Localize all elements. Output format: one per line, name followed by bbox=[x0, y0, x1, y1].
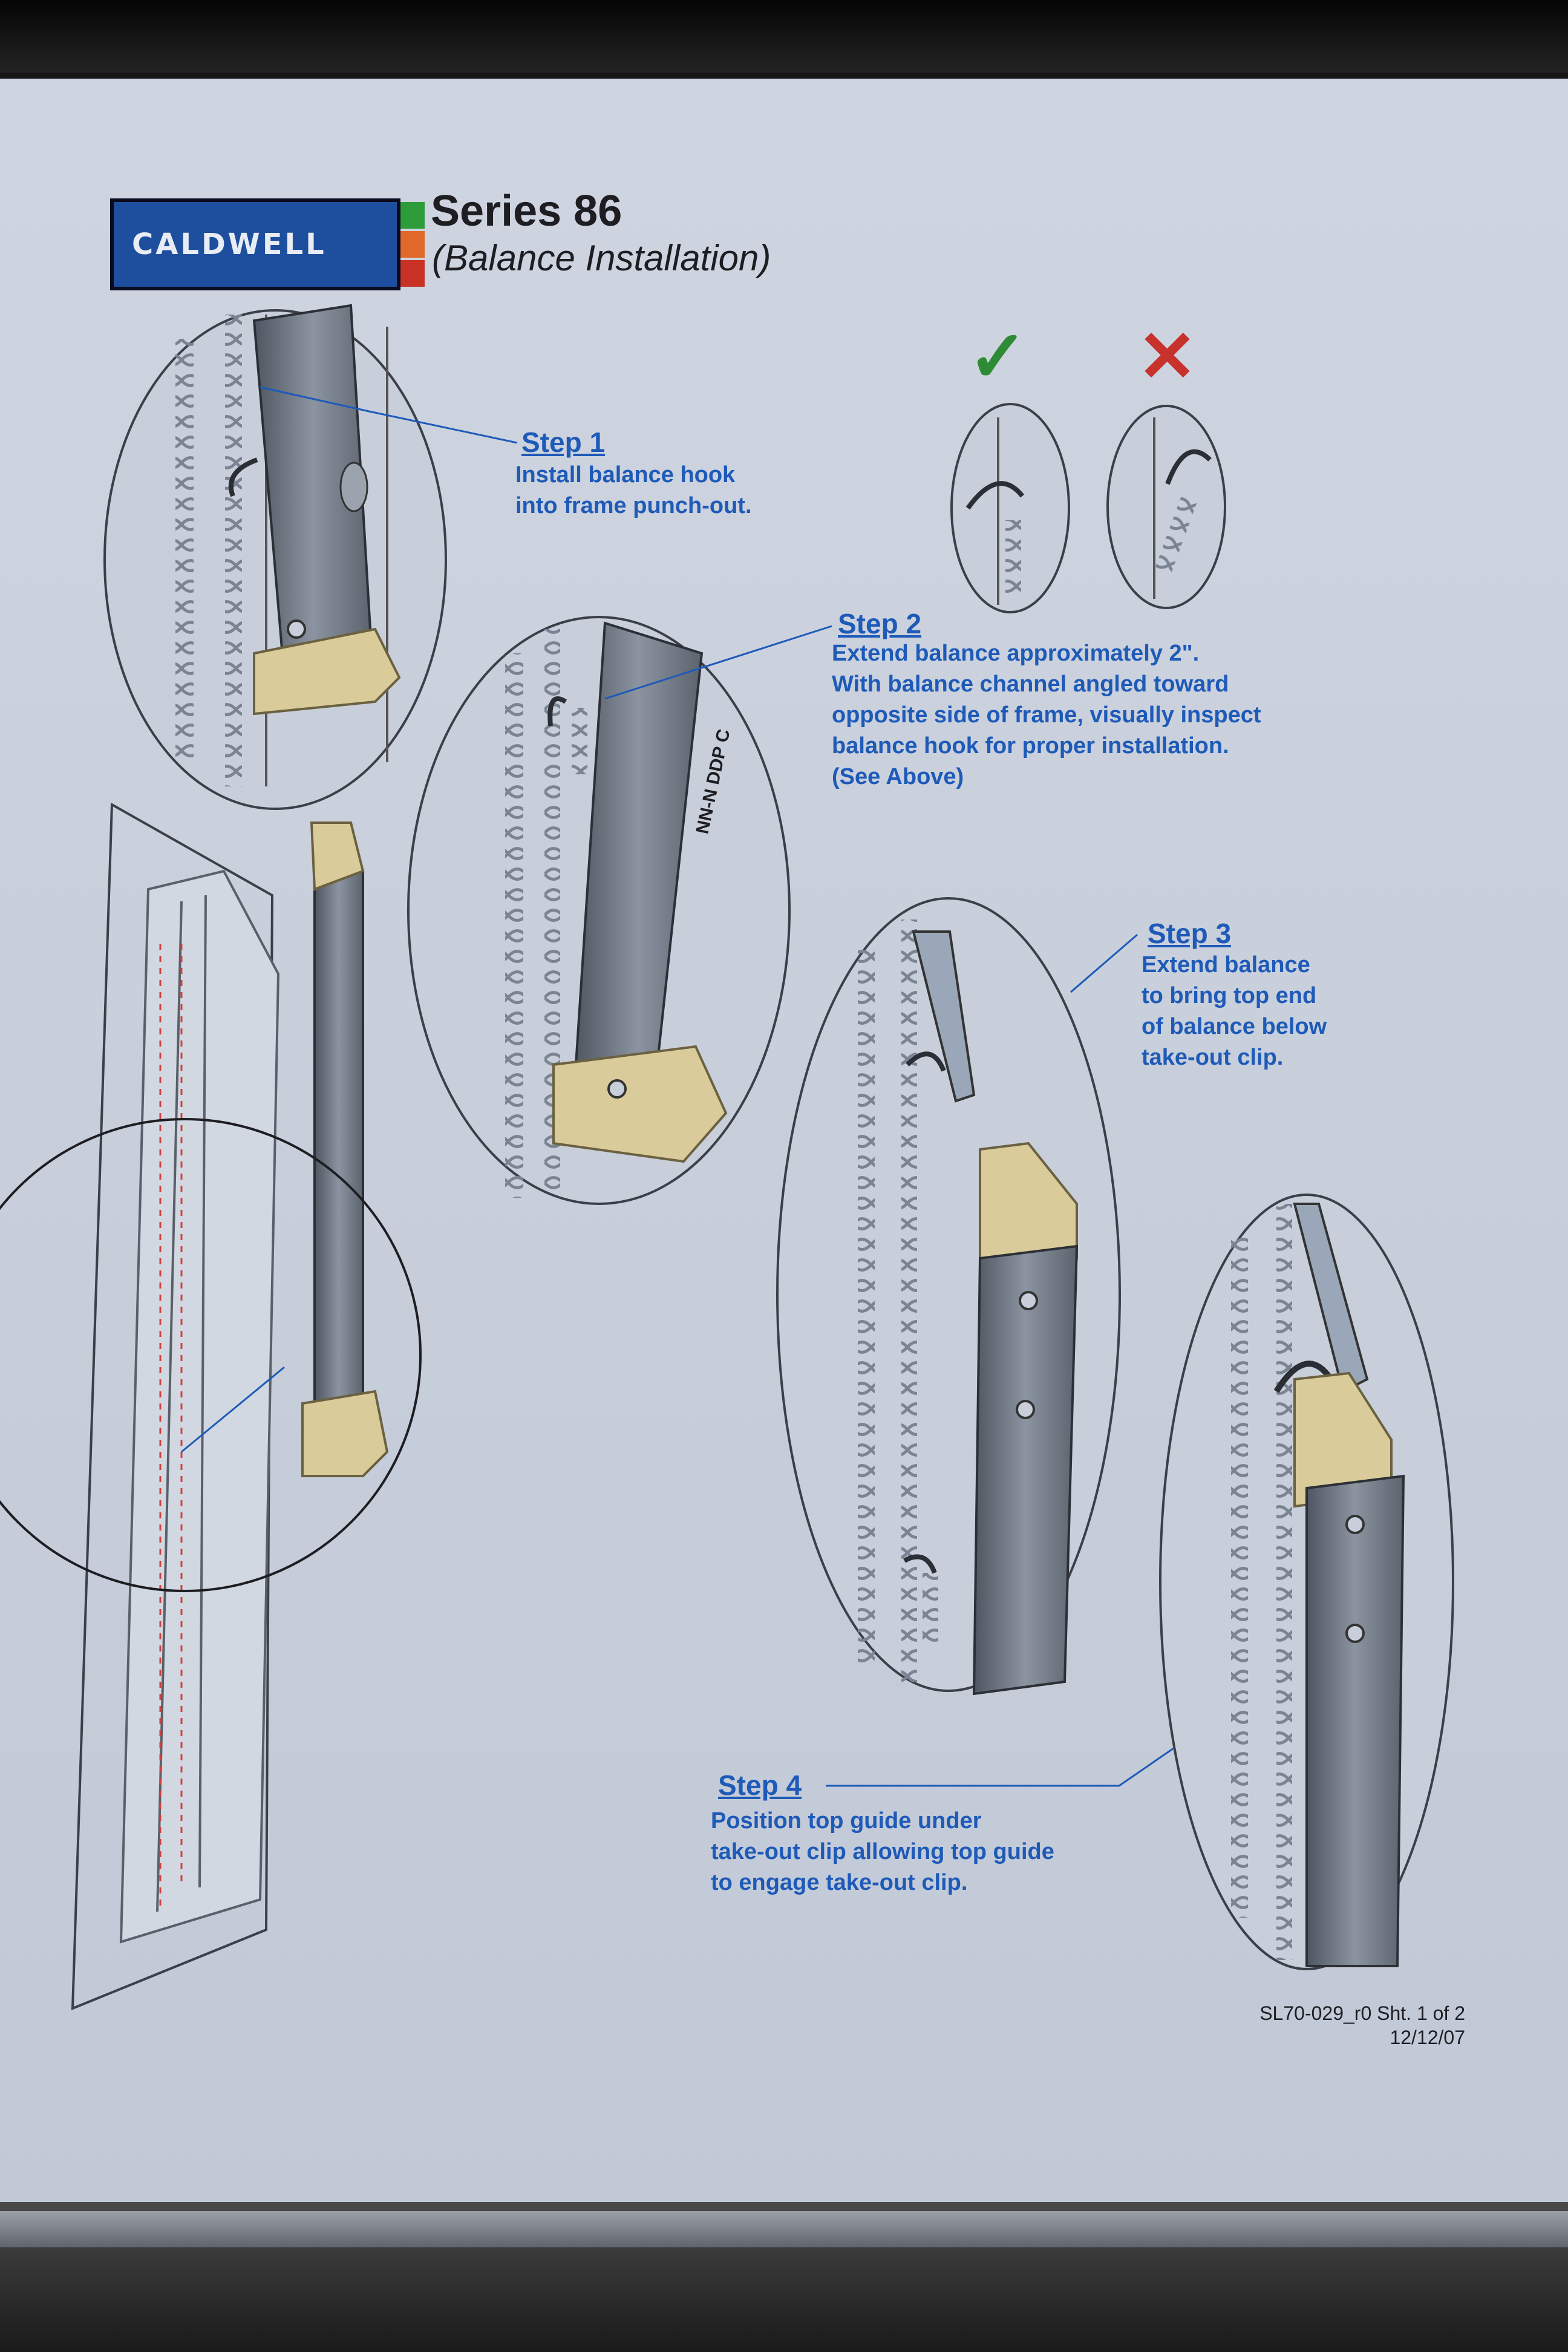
document-footer: SL70-029_r0 Sht. 1 of 2 12/12/07 bbox=[1259, 2001, 1465, 2050]
page-subtitle: (Balance Installation) bbox=[432, 238, 771, 278]
leader-lines bbox=[260, 386, 1174, 1787]
page-title: Series 86 bbox=[431, 187, 622, 235]
step-3-detail-view bbox=[776, 897, 1121, 1696]
step-3-heading: Step 3 bbox=[1148, 918, 1232, 949]
step-4-heading: Step 4 bbox=[718, 1769, 802, 1801]
logo-orange-square bbox=[400, 231, 425, 258]
step-4-text: Position top guide under take-out clip a… bbox=[711, 1808, 1054, 1895]
doc-id: SL70-029_r0 Sht. 1 of 2 bbox=[1259, 2002, 1465, 2024]
incorrect-hook-view bbox=[1106, 405, 1226, 609]
background-top bbox=[0, 0, 1568, 91]
check-icon: ✓ bbox=[968, 317, 1028, 397]
step-1-text: Install balance hook into frame punch-ou… bbox=[515, 462, 752, 518]
step-1-heading: Step 1 bbox=[521, 426, 606, 458]
step-2-heading: Step 2 bbox=[838, 608, 922, 639]
step-1-detail-view bbox=[103, 304, 447, 810]
logo-red-square bbox=[400, 260, 425, 287]
x-icon: ✕ bbox=[1137, 317, 1197, 397]
step-3-text: Extend balance to bring top end of balan… bbox=[1142, 952, 1327, 1070]
logo-text: CALDWELL bbox=[132, 227, 327, 261]
correct-hook-view bbox=[950, 403, 1070, 613]
clipboard-edge bbox=[0, 2211, 1568, 2247]
step-2-detail-view: NN-N DDP C bbox=[407, 616, 791, 1205]
step-4-detail-view bbox=[1159, 1194, 1454, 1970]
doc-date: 12/12/07 bbox=[1390, 2027, 1465, 2048]
caldwell-logo: CALDWELL bbox=[110, 198, 425, 290]
logo-green-square bbox=[400, 202, 425, 229]
frame-overview-illustration bbox=[0, 802, 422, 2011]
step-2-text: Extend balance approximately 2". With ba… bbox=[832, 641, 1261, 789]
